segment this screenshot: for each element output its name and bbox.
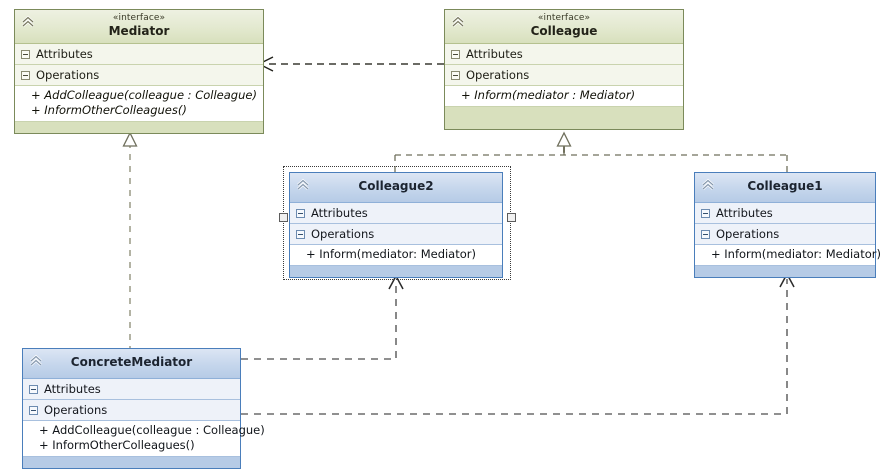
- uml-header-colleague: «interface» Colleague: [445, 10, 683, 44]
- operation-item: + Inform(mediator: Mediator): [306, 247, 476, 261]
- operation-item: + AddColleague(colleague : Colleague): [39, 423, 265, 437]
- section-operations-colleague[interactable]: Operations: [445, 65, 683, 86]
- uml-footer-colleague2: [290, 266, 502, 277]
- section-attributes-concretemediator[interactable]: Attributes: [23, 379, 240, 400]
- collapse-minus-icon[interactable]: [21, 49, 30, 59]
- class-name-label: Colleague1: [747, 179, 823, 193]
- edge-concretemediator-to-mediator: [122, 131, 138, 352]
- uml-footer-concretemediator: [23, 457, 240, 468]
- edge-concretemediator-to-colleague2: [241, 274, 404, 360]
- class-name-label: Mediator: [108, 24, 170, 38]
- operations-list-mediator: + AddColleague(colleague : Colleague) + …: [15, 86, 263, 122]
- operations-list-colleague2: + Inform(mediator: Mediator): [290, 245, 502, 266]
- section-label: Operations: [311, 227, 375, 241]
- section-operations-mediator[interactable]: Operations: [15, 65, 263, 86]
- section-label: Operations: [716, 227, 780, 241]
- operations-list-colleague1: + Inform(mediator: Mediator): [695, 245, 881, 266]
- edge-colleagues-to-colleague: [394, 131, 788, 176]
- uml-header-mediator: «interface» Mediator: [15, 10, 263, 44]
- collapse-minus-icon[interactable]: [29, 384, 38, 394]
- section-attributes-colleague[interactable]: Attributes: [445, 44, 683, 65]
- uml-class-colleague[interactable]: «interface» Colleague Attributes Operati…: [444, 9, 684, 130]
- resize-handle-right[interactable]: [507, 213, 516, 222]
- uml-class-mediator[interactable]: «interface» Mediator Attributes Operatio…: [14, 9, 264, 134]
- double-chevron-up-icon: [295, 177, 311, 193]
- section-label: Attributes: [36, 47, 93, 61]
- collapse-minus-icon[interactable]: [701, 208, 710, 218]
- uml-class-concretemediator[interactable]: ConcreteMediator Attributes Operations +…: [22, 348, 265, 469]
- section-label: Attributes: [311, 206, 368, 220]
- class-name-label: Colleague: [530, 24, 598, 38]
- double-chevron-up-icon: [700, 177, 716, 193]
- uml-class-colleague2[interactable]: Colleague2 Attributes Operations + Infor…: [289, 172, 503, 278]
- section-attributes-colleague2[interactable]: Attributes: [290, 203, 502, 224]
- section-attributes-mediator[interactable]: Attributes: [15, 44, 263, 65]
- uml-header-concretemediator: ConcreteMediator: [23, 349, 240, 379]
- section-attributes-colleague1[interactable]: Attributes: [695, 203, 875, 224]
- section-label: Operations: [36, 68, 100, 82]
- collapse-minus-icon[interactable]: [29, 405, 38, 415]
- stereotype-label: «interface»: [537, 13, 591, 23]
- class-name-label: Colleague2: [358, 179, 434, 193]
- double-chevron-up-icon: [28, 353, 44, 369]
- edge-colleague-to-mediator: [257, 56, 444, 72]
- edge-concretemediator-to-colleague1: [241, 272, 795, 415]
- operation-item: + InformOtherColleagues(): [39, 438, 195, 452]
- operation-item: + AddColleague(colleague : Colleague): [31, 88, 257, 102]
- collapse-minus-icon[interactable]: [21, 70, 30, 80]
- operation-item: + Inform(mediator: Mediator): [711, 247, 881, 261]
- uml-footer-mediator: [15, 122, 263, 133]
- operation-item: + InformOtherColleagues(): [31, 103, 187, 117]
- class-name-label: ConcreteMediator: [70, 355, 193, 369]
- collapse-minus-icon[interactable]: [296, 229, 305, 239]
- operations-list-colleague: + Inform(mediator : Mediator): [445, 86, 683, 107]
- double-chevron-up-icon: [20, 14, 36, 30]
- resize-handle-left[interactable]: [279, 213, 288, 222]
- section-label: Operations: [466, 68, 530, 82]
- stereotype-label: «interface»: [112, 13, 166, 23]
- operation-item: + Inform(mediator : Mediator): [461, 88, 636, 102]
- section-operations-colleague2[interactable]: Operations: [290, 224, 502, 245]
- collapse-minus-icon[interactable]: [296, 208, 305, 218]
- collapse-minus-icon[interactable]: [701, 229, 710, 239]
- section-operations-concretemediator[interactable]: Operations: [23, 400, 240, 421]
- section-label: Attributes: [44, 382, 101, 396]
- section-label: Attributes: [716, 206, 773, 220]
- uml-class-colleague1[interactable]: Colleague1 Attributes Operations + Infor…: [694, 172, 881, 278]
- uml-footer-colleague1: [695, 266, 875, 277]
- section-operations-colleague1[interactable]: Operations: [695, 224, 875, 245]
- collapse-minus-icon[interactable]: [451, 49, 460, 59]
- collapse-minus-icon[interactable]: [451, 70, 460, 80]
- section-label: Operations: [44, 403, 108, 417]
- uml-footer-colleague: [445, 107, 683, 129]
- double-chevron-up-icon: [450, 14, 466, 30]
- operations-list-concretemediator: + AddColleague(colleague : Colleague) + …: [23, 421, 265, 457]
- section-label: Attributes: [466, 47, 523, 61]
- uml-header-colleague1: Colleague1: [695, 173, 875, 203]
- uml-header-colleague2: Colleague2: [290, 173, 502, 203]
